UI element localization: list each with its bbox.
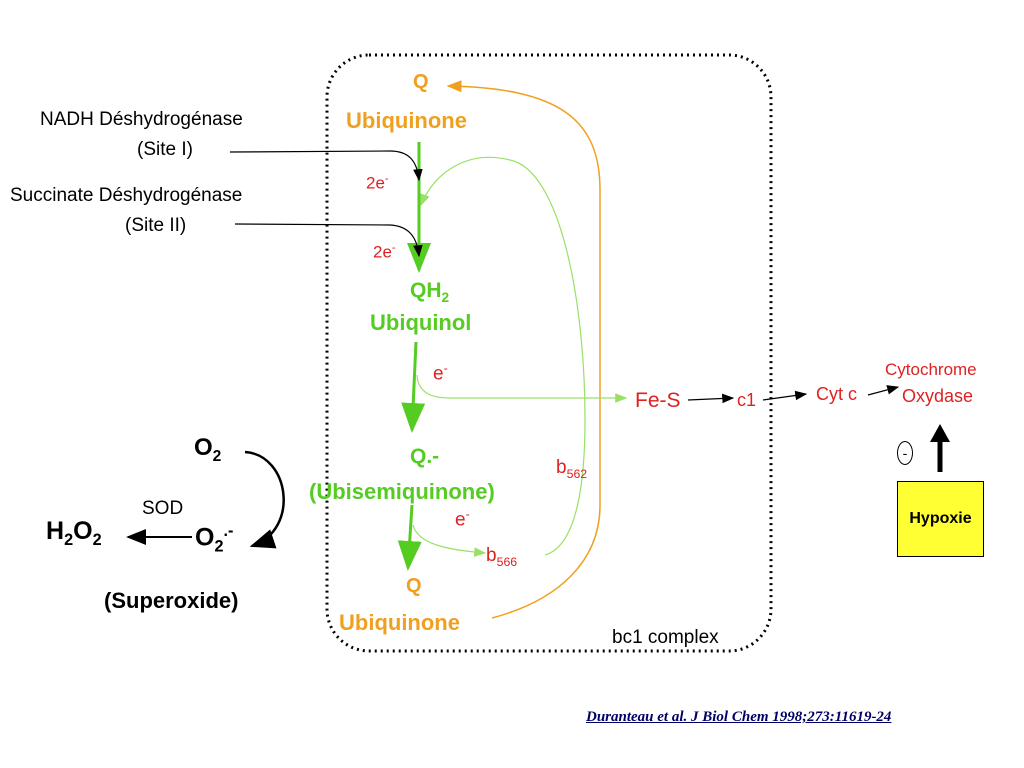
- qh2-label: QH2: [410, 279, 450, 306]
- ubiquinone-bottom-label: Ubiquinone: [339, 610, 460, 635]
- ubiquinol-label: Ubiquinol: [370, 310, 472, 335]
- electron-label-1: e-: [433, 361, 448, 385]
- inhibition-minus-sign: -: [897, 441, 913, 465]
- ubisemiquinone-label: (Ubisemiquinone): [309, 479, 495, 504]
- superoxide-formula-label: O2.-: [195, 522, 234, 556]
- cytc-to-oxydase-arrow: [867, 385, 900, 396]
- cytochrome-label: Cytochrome: [885, 360, 977, 379]
- b562-loop-arrow: [420, 156, 586, 556]
- two-electron-label-1: 2e-: [366, 173, 389, 193]
- oxydase-label: Oxydase: [902, 386, 974, 406]
- green-arrow-qradical-to-q: [397, 504, 422, 571]
- succinate-input-arrow: [234, 223, 423, 258]
- qh2-to-fes-arrow: [416, 374, 628, 403]
- q-radical-label: Q.-: [410, 445, 440, 468]
- ubiquinone-top-label: Ubiquinone: [346, 108, 467, 133]
- succinate-site-label: (Site II): [125, 215, 187, 236]
- bc1-complex-box: [325, 53, 773, 653]
- superoxide-label: (Superoxide): [104, 588, 239, 613]
- nadh-input-arrow: [229, 150, 423, 182]
- c1-label: c1: [737, 390, 757, 410]
- green-arrow-qh2-to-qradical: [401, 341, 426, 433]
- b562-label: b562: [556, 457, 588, 481]
- b566-label: b566: [486, 545, 518, 569]
- nadh-label: NADH Déshydrogénase: [40, 109, 243, 130]
- h2o2-label: H2O2: [46, 517, 102, 549]
- cyt-c-label: Cyt c: [816, 384, 858, 404]
- bc1-complex-label: bc1 complex: [612, 627, 719, 648]
- nadh-site-label: (Site I): [137, 139, 193, 160]
- q-bottom-label: Q: [406, 575, 422, 597]
- o2-to-superoxide-arrow: [244, 450, 285, 549]
- citation: Duranteau et al. J Biol Chem 1998;273:11…: [586, 709, 892, 725]
- two-electron-label-2: 2e-: [373, 242, 396, 262]
- fes-to-c1-arrow: [687, 393, 735, 404]
- qradical-to-b566-arrow: [412, 524, 487, 557]
- fes-label: Fe-S: [635, 389, 681, 412]
- o2-label: O2: [194, 434, 222, 465]
- hypoxie-box: Hypoxie: [897, 481, 984, 557]
- c1-to-cytc-arrow: [762, 390, 808, 401]
- orange-return-arrow: [446, 80, 601, 619]
- hypoxie-up-arrowhead: [930, 424, 950, 442]
- electron-label-2: e-: [455, 507, 470, 531]
- succinate-label: Succinate Déshydrogénase: [10, 185, 243, 206]
- sod-label: SOD: [142, 498, 184, 519]
- q-top-label: Q: [413, 71, 429, 93]
